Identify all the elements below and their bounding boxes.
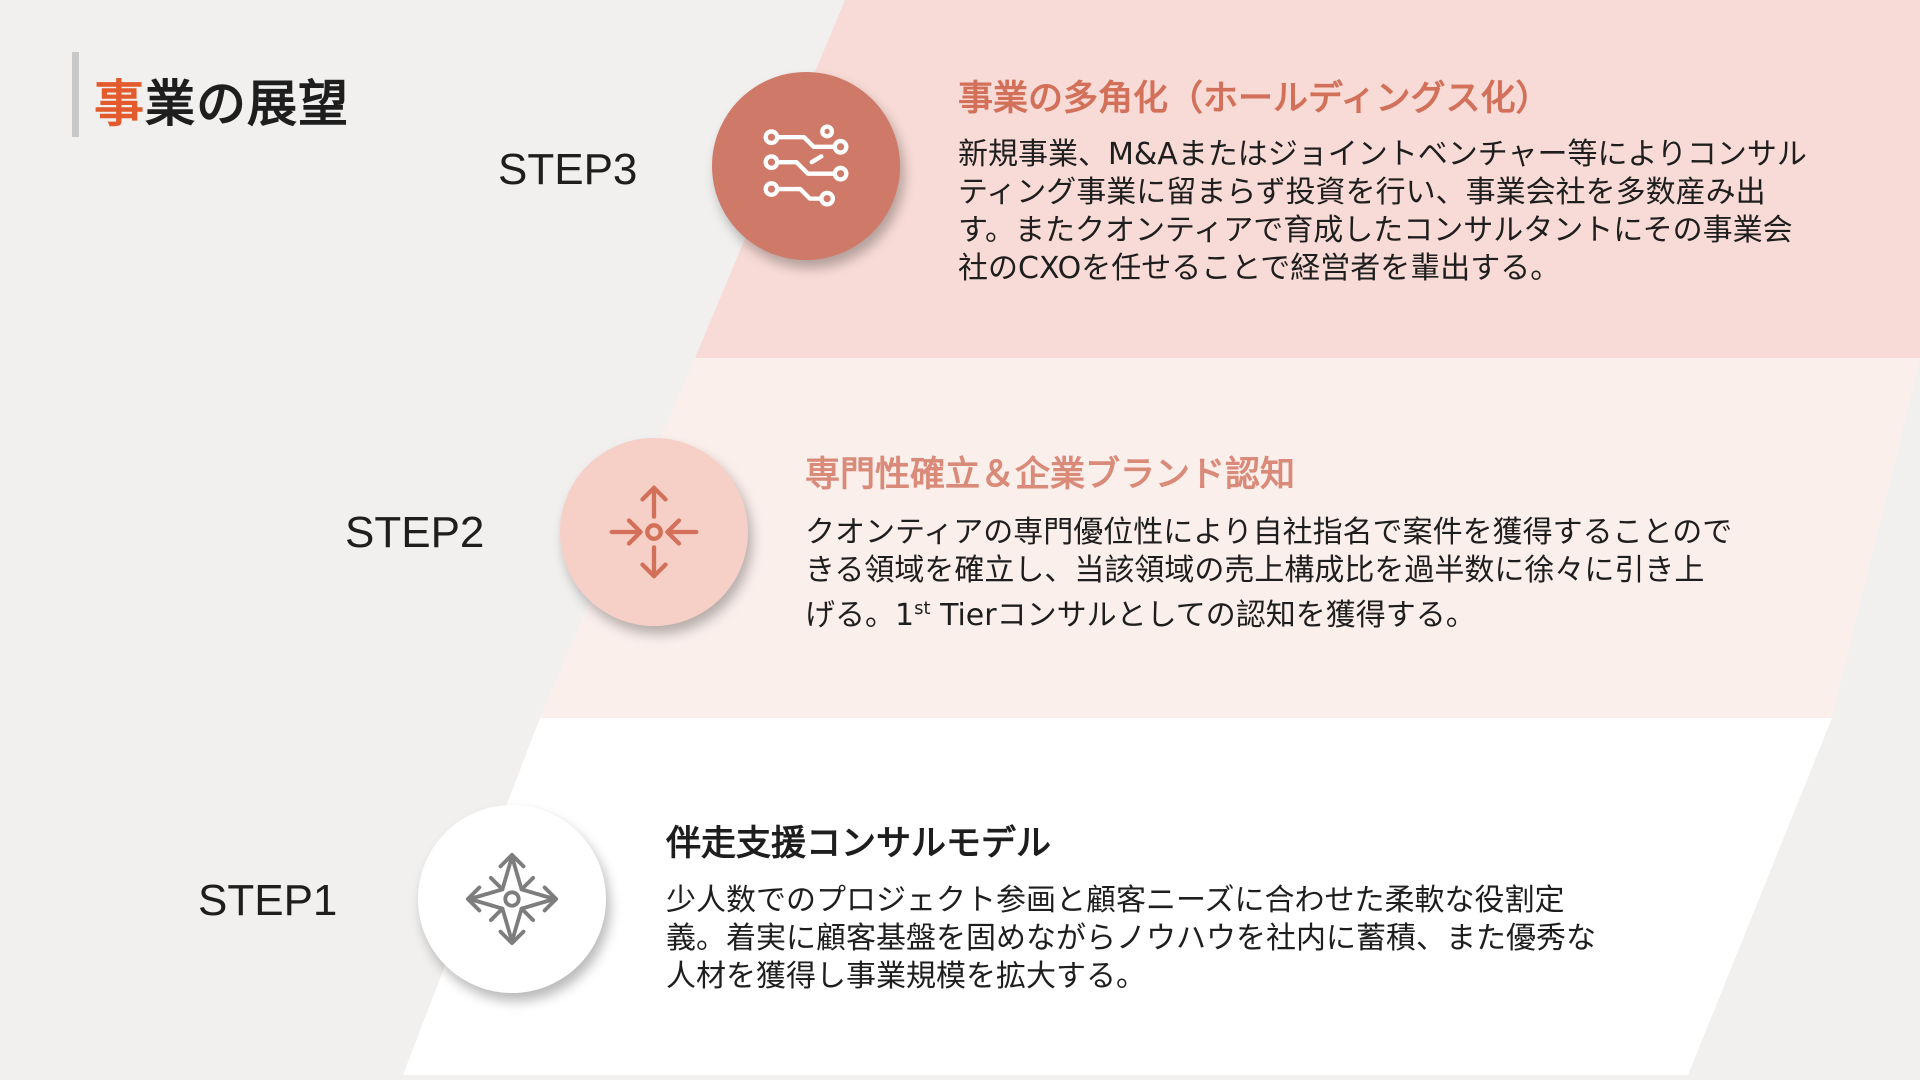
converge-arrows-icon [609,485,699,579]
step1-heading: 伴走支援コンサルモデル [666,824,1052,864]
step1-description: 少人数でのプロジェクト参画と顧客ニーズに合わせた柔軟な役割定 義。着実に顧客基盤… [666,883,1596,994]
step2-label: STEP2 [345,508,485,557]
compass-star-icon [465,852,559,946]
step3-heading: 事業の多角化（ホールディングス化） [958,79,1551,119]
step3-description: 新規事業、M&Aまたはジョイントベンチャー等によりコンサル ティング事業に留まら… [958,137,1807,286]
step2-heading: 専門性確立＆企業ブランド認知 [805,455,1296,495]
step1-band [403,718,1832,1075]
circuit-icon [763,124,849,207]
step2-band [540,358,1920,718]
title-accent-bar [72,52,79,137]
step3-icon-circle [712,72,900,260]
page-title: 事業の展望 [94,75,349,133]
step1-label: STEP1 [198,876,338,925]
step2-description: クオンティアの専門優位性により自社指名で案件を獲得することので きる領域を確立し… [805,515,1733,633]
step2-icon-circle [560,438,748,626]
step3-band [695,0,1920,358]
step3-label: STEP3 [498,145,638,194]
step1-icon-circle [418,805,606,993]
